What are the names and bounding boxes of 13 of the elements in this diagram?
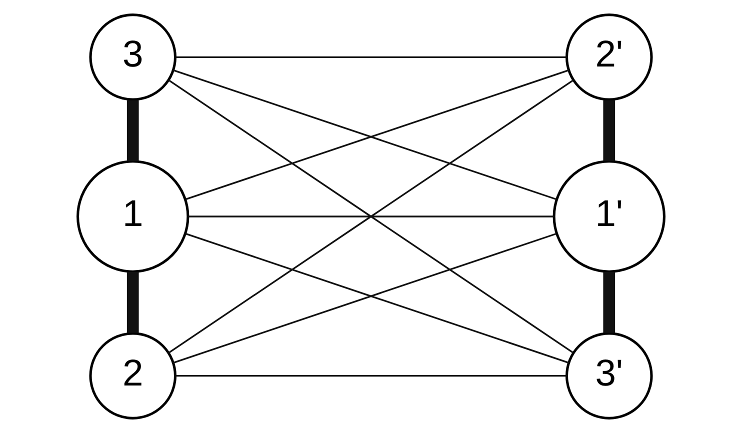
- connector: [175, 56, 566, 58]
- node-circle: 1': [552, 160, 665, 273]
- connector: [602, 272, 615, 333]
- node-circle: 2: [88, 332, 176, 420]
- connector: [175, 374, 566, 377]
- node-circle: 2': [565, 14, 652, 101]
- node-circle: 3: [88, 14, 176, 101]
- connector: [126, 100, 138, 162]
- node-circle: 1: [76, 160, 189, 273]
- connector: [602, 100, 615, 162]
- node-circle: 3': [565, 332, 652, 420]
- connector: [126, 272, 138, 333]
- connector: [188, 216, 554, 218]
